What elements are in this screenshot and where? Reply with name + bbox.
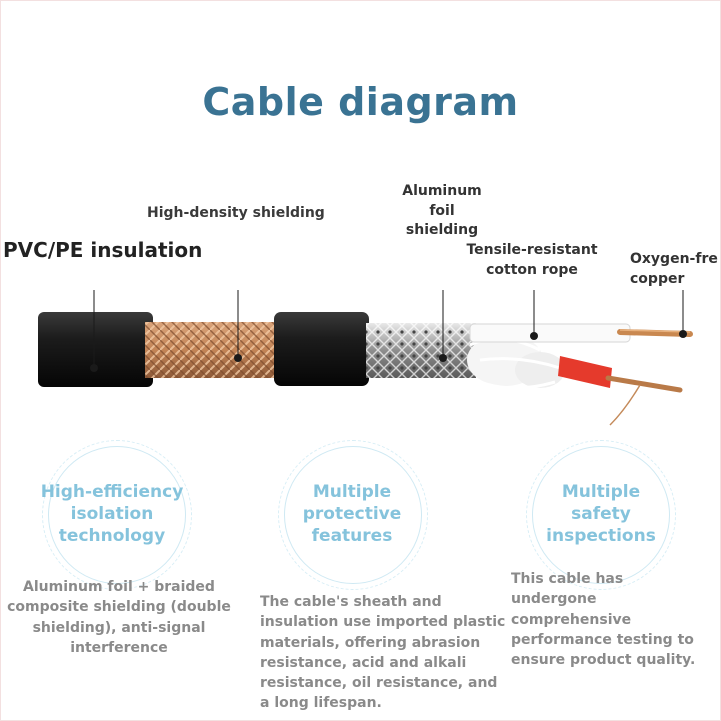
outer-jacket-middle xyxy=(274,312,369,386)
outer-jacket-left xyxy=(38,312,153,387)
cable-illustration xyxy=(38,290,693,426)
feature-circle-2 xyxy=(278,440,428,590)
pointer-lines xyxy=(93,290,684,368)
label-oxygen-free-copper: Oxygen-fre copper xyxy=(630,251,718,287)
label-pvc-insulation: PVC/PE insulation xyxy=(3,238,203,262)
feature-circle-1 xyxy=(42,440,192,590)
label-tensile-cotton-rope: Tensile-resistant cotton rope xyxy=(466,242,598,278)
feature-title-2: Multiple protective features xyxy=(302,481,402,547)
copper-strand-bottom xyxy=(605,375,683,393)
feature-description-2: The cable's sheath and insulation use im… xyxy=(260,594,506,712)
feature-title-3: Multiple safety inspections xyxy=(546,481,656,547)
feature-circle-3 xyxy=(526,440,676,590)
copper-strand-top xyxy=(617,329,693,337)
diagram-title: Cable diagram xyxy=(202,80,519,124)
feature-description-3: This cable has undergone comprehensive p… xyxy=(511,571,696,669)
label-high-density-shielding: High-density shielding xyxy=(147,205,325,221)
label-aluminum-foil-shielding: Aluminum foil shielding xyxy=(402,183,482,239)
feature-description-1: Aluminum foil + braided composite shield… xyxy=(7,579,231,656)
red-conductor xyxy=(558,356,612,388)
white-conductor xyxy=(469,323,631,343)
feature-title-1: High-efficiency isolation technology xyxy=(40,481,184,547)
pointer-dots xyxy=(90,330,687,372)
